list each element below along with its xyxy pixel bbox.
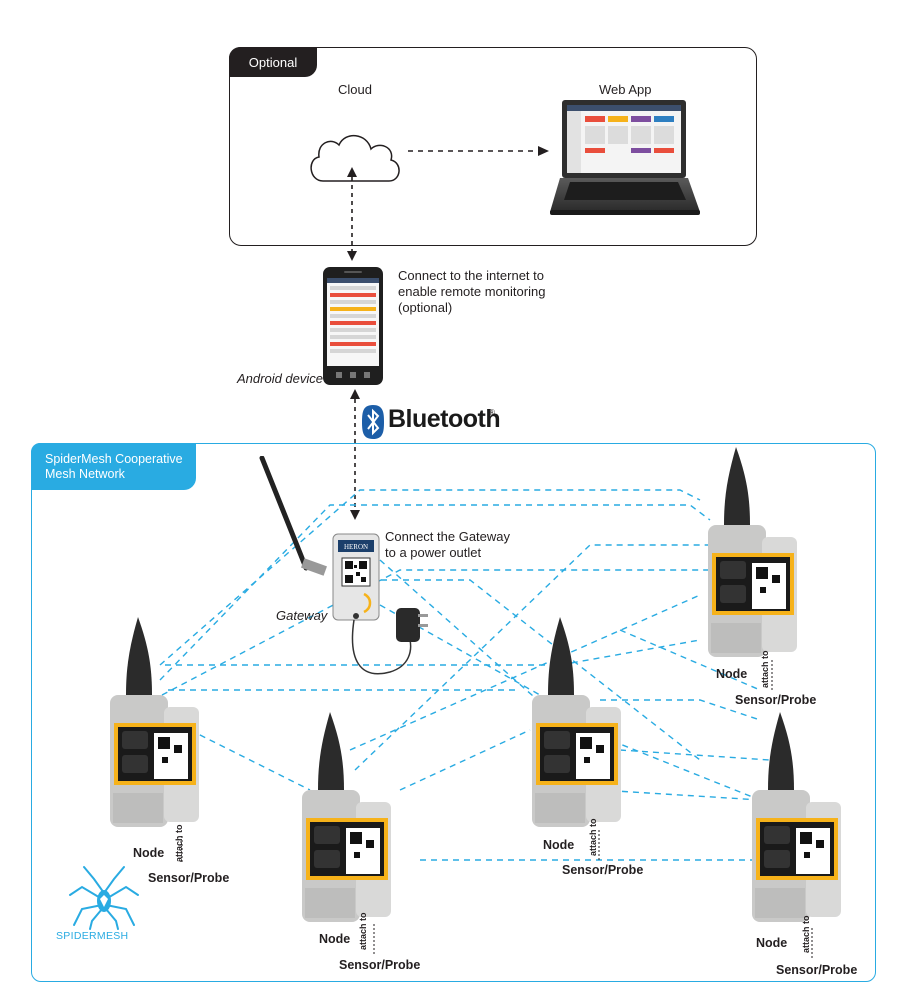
attach-line-5 [811, 928, 813, 958]
bluetooth-registered-mark: ® [489, 408, 495, 417]
gateway-antenna-icon [259, 456, 327, 576]
node-device-5 [750, 710, 845, 935]
gateway-note-line2: to a power outlet [385, 545, 482, 560]
gateway-label: Gateway [276, 608, 328, 623]
mesh-network-tab: SpiderMesh Cooperative Mesh Network [31, 443, 196, 490]
attach-label-4: attach to [760, 650, 770, 688]
android-phone-icon [323, 267, 383, 385]
bluetooth-label: Bluetooth [388, 405, 501, 433]
cloud-to-webapp-arrow [408, 146, 549, 156]
probe-label-2: Sensor/Probe [339, 958, 421, 972]
attach-line-3 [598, 830, 600, 860]
spidermesh-logo-icon [69, 866, 139, 930]
attach-label-2: attach to [358, 912, 368, 950]
bluetooth-icon [362, 405, 384, 439]
node-label-5: Node [756, 936, 788, 950]
cloud-icon [310, 135, 400, 182]
mesh-tab-line1: SpiderMesh Cooperative [45, 452, 183, 466]
mesh-network-box [31, 443, 876, 982]
probe-label-4: Sensor/Probe [735, 693, 817, 707]
probe-label-1: Sensor/Probe [148, 871, 230, 885]
android-note-line2: enable remote monitoring [398, 284, 546, 299]
node-label-2: Node [319, 932, 351, 946]
node-device-icon [708, 447, 797, 657]
spidermesh-logo-text: SPIDERMESH [56, 930, 129, 942]
node-device-icon [532, 617, 621, 827]
node-device-2 [300, 710, 395, 935]
optional-section-box [229, 47, 757, 246]
node-label-1: Node [133, 846, 165, 860]
node-device-4 [706, 445, 801, 670]
android-note-line3: (optional) [398, 300, 453, 315]
node-device-3 [530, 615, 625, 840]
laptop-icon [550, 100, 700, 215]
gateway-brand: HERON [344, 543, 368, 551]
cloud-phone-link [347, 167, 357, 261]
cloud-label: Cloud [338, 82, 372, 97]
optional-tab: Optional [229, 47, 317, 77]
android-note-line1: Connect to the internet to [398, 268, 544, 283]
node-label-3: Node [543, 838, 575, 852]
attach-line-4 [771, 660, 773, 690]
webapp-label: Web App [599, 82, 652, 97]
attach-line-1 [181, 836, 183, 864]
node-device-icon [302, 712, 391, 922]
gateway-device-icon: HERON [332, 533, 380, 621]
probe-label-5: Sensor/Probe [776, 963, 858, 977]
probe-label-3: Sensor/Probe [562, 863, 644, 877]
android-label: Android device [237, 371, 323, 386]
attach-line-2 [373, 924, 375, 954]
power-cable-icon [351, 608, 428, 675]
node-device-icon [110, 617, 199, 827]
mesh-tab-line2: Mesh Network [45, 467, 125, 481]
gateway-note-line1: Connect the Gateway [385, 529, 511, 544]
node-device-1 [108, 615, 203, 840]
node-label-4: Node [716, 667, 748, 681]
node-device-icon [752, 712, 841, 922]
